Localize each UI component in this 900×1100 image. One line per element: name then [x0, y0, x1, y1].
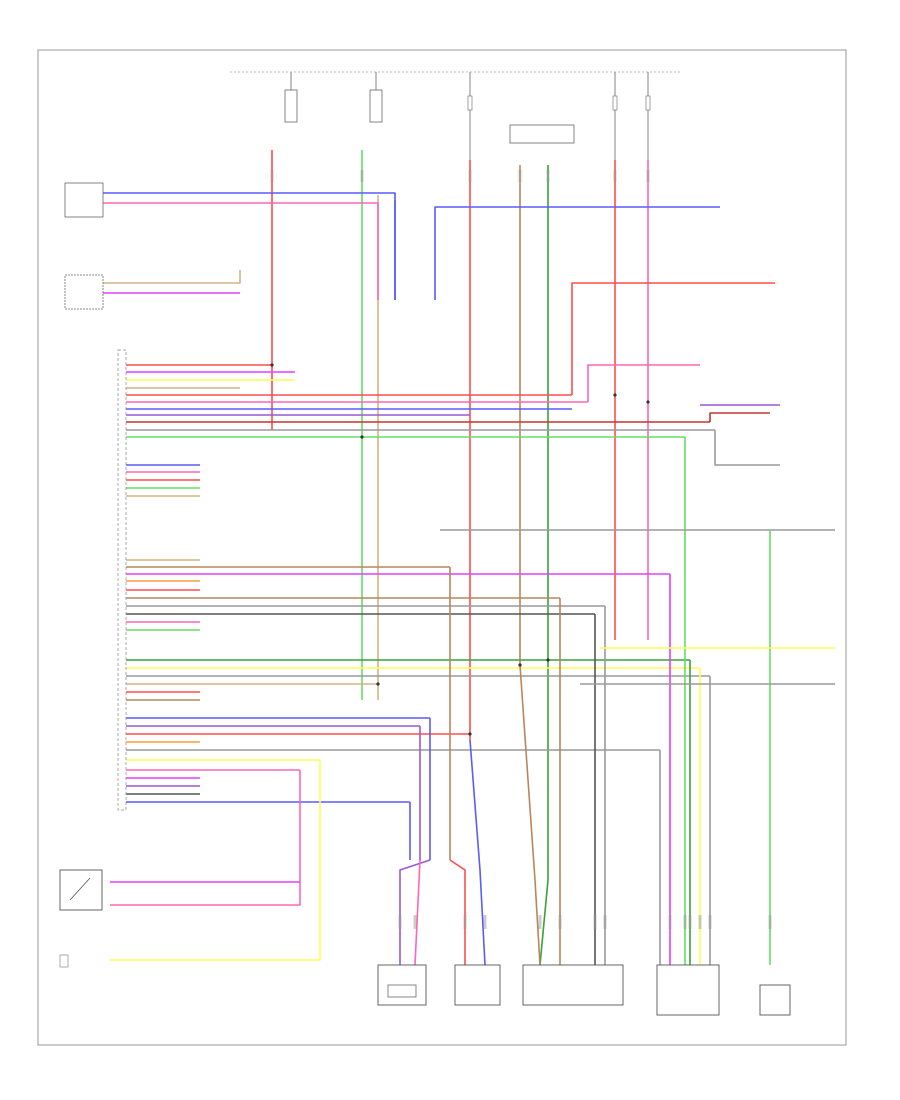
component-layer	[59, 72, 791, 1016]
connector-marker-bottom-12	[698, 915, 702, 929]
wire-red-spread	[449, 859, 466, 965]
wire-pink-sensor	[103, 202, 379, 300]
center-junction-box	[509, 124, 575, 144]
wire-blue-sensor	[103, 192, 396, 300]
connector-marker-top-6	[613, 170, 617, 182]
wire-red-top-right	[571, 282, 775, 395]
splice-node-2	[360, 435, 364, 439]
left-switch-component	[64, 274, 104, 310]
connector-marker-bottom-11	[688, 915, 692, 929]
connector-marker-bottom-9	[668, 915, 672, 929]
wire-darkred-right	[709, 412, 770, 422]
connector-marker-top-4	[518, 170, 522, 182]
connector-marker-bottom-1	[398, 915, 402, 929]
wire-gray-right	[714, 430, 780, 466]
connector-marker-bottom-6	[558, 915, 562, 929]
top-fuse-element	[467, 95, 473, 111]
splice-node-8	[646, 400, 650, 404]
wire-blue-spread	[469, 739, 486, 966]
main-module-connector	[117, 349, 127, 811]
splice-node-1	[270, 363, 274, 367]
splice-node-5	[518, 663, 522, 667]
wire-yellow-bottom	[110, 760, 321, 961]
top-fuse-element	[645, 95, 651, 111]
splice-node-7	[613, 393, 617, 397]
wire-brown-spread	[519, 664, 541, 966]
component-inner-box	[387, 984, 417, 998]
connector-marker-bottom-4	[483, 915, 487, 929]
bottom-left-sensor	[59, 869, 103, 911]
connector-marker-top-1	[270, 170, 274, 182]
connector-marker-bottom-14	[768, 915, 772, 929]
connector-marker-top-3	[468, 170, 472, 182]
bottom-component-2	[454, 964, 501, 1006]
wire-pink-right-2	[587, 364, 700, 402]
wire-darkgreen-spread	[539, 879, 549, 966]
top-relay-1	[284, 89, 298, 123]
top-left-sensor	[64, 182, 104, 218]
wire-pink-bottom	[110, 770, 301, 906]
top-fuse-element	[612, 95, 618, 111]
bottom-component-4	[656, 964, 720, 1016]
bottom-component-1	[377, 964, 427, 1006]
connector-marker-bottom-8	[603, 915, 607, 929]
top-relay-2	[369, 89, 383, 123]
wire-blue-top-right	[434, 206, 720, 300]
diagram-border	[37, 49, 847, 1046]
wire-tan-switch	[103, 270, 241, 284]
connector-marker-bottom-5	[538, 915, 542, 929]
splice-node-4	[468, 732, 472, 736]
connector-marker-bottom-2	[413, 915, 417, 929]
connector-marker-top-5	[546, 170, 550, 182]
bottom-left-sensor-needle	[69, 877, 91, 901]
connector-marker-bottom-7	[593, 915, 597, 929]
splice-node-6	[546, 658, 550, 662]
wire-pink-spread	[414, 859, 421, 966]
bottom-component-3	[522, 964, 624, 1006]
connector-marker-bottom-3	[463, 915, 467, 929]
connector-marker-bottom-10	[683, 915, 687, 929]
ground-point	[59, 954, 69, 968]
connector-marker-top-7	[646, 170, 650, 182]
bottom-component-5	[759, 984, 791, 1016]
splice-node-3	[376, 682, 380, 686]
connector-marker-top-2	[360, 170, 364, 182]
wire-layer	[103, 150, 835, 966]
connector-marker-bottom-13	[708, 915, 712, 929]
